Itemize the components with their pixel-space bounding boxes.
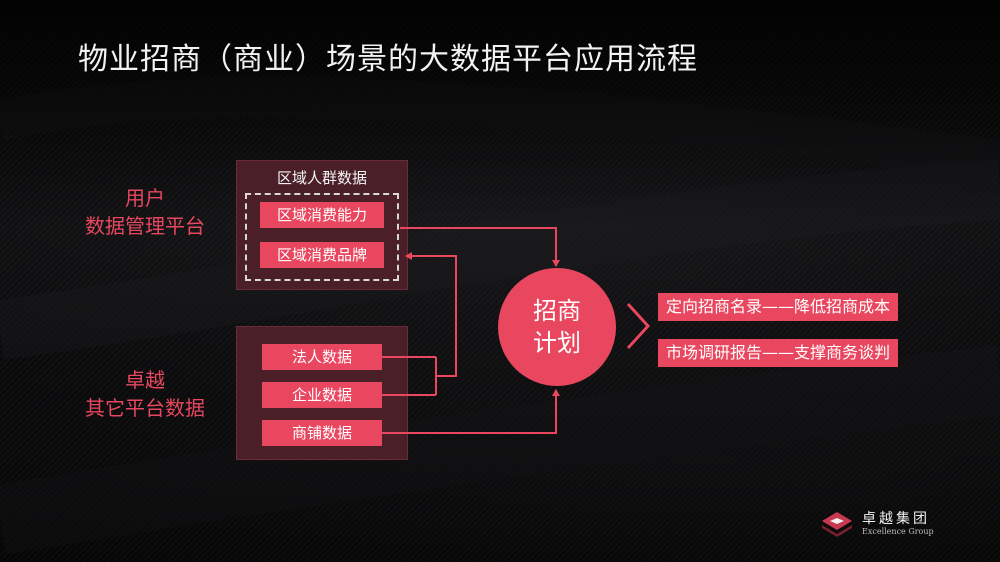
diamond-logo-icon: [822, 512, 852, 537]
label-excellence-other-platform: 卓越 其它平台数据: [70, 366, 220, 422]
chip-region-consumer-brands: 区域消费品牌: [260, 242, 384, 268]
chip-shop-data: 商铺数据: [262, 420, 382, 446]
result-targeted-list: 定向招商名录——降低招商成本: [658, 293, 899, 321]
logo-subtitle: Excellence Group: [862, 527, 934, 536]
label-line: 数据管理平台: [85, 214, 205, 238]
label-line: 卓越: [125, 368, 165, 392]
logo-name: 卓越集团: [862, 511, 930, 527]
label-line: 用户: [125, 186, 165, 210]
company-logo: 卓越集团 Excellence Group: [820, 506, 950, 546]
label-line: 其它平台数据: [85, 396, 205, 420]
circle-line: 招商: [533, 297, 581, 325]
chip-legal-entity-data: 法人数据: [262, 344, 382, 370]
dashed-selection: [245, 193, 399, 281]
result-market-report: 市场调研报告——支撑商务谈判: [658, 339, 899, 367]
circle-line: 计划: [533, 329, 581, 357]
label-user-data-platform: 用户 数据管理平台: [70, 184, 220, 240]
chip-enterprise-data: 企业数据: [262, 382, 382, 408]
page-title: 物业招商（商业）场景的大数据平台应用流程: [78, 42, 698, 77]
group-title: 区域人群数据: [276, 169, 367, 187]
investment-plan-circle: 招商 计划: [498, 268, 616, 386]
chip-region-spending-power: 区域消费能力: [260, 202, 384, 228]
